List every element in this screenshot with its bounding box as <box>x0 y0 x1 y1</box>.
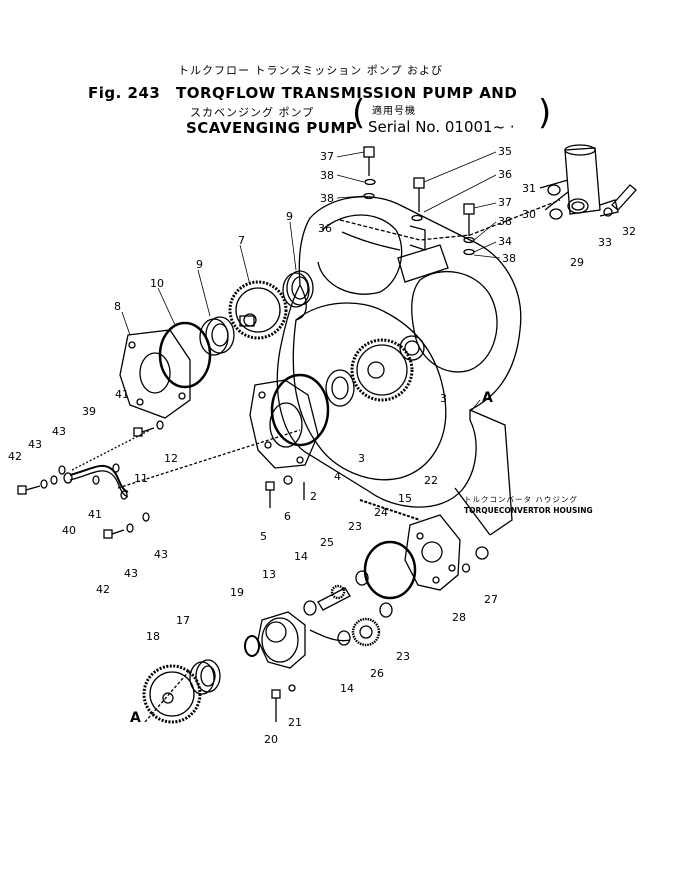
reference-a-gear: A <box>130 710 141 726</box>
callout-24: 24 <box>374 506 388 519</box>
callout-14: 14 <box>294 550 308 563</box>
callout-43: 43 <box>52 425 66 438</box>
valve-block <box>539 144 619 217</box>
japanese-title-line-1: トルクフロー トランスミッション ポンプ および <box>178 64 443 77</box>
callout-10: 10 <box>150 277 164 290</box>
callout-41: 41 <box>115 388 129 401</box>
callout-29: 29 <box>570 256 584 269</box>
callout-36: 36 <box>498 168 512 181</box>
callout-38: 38 <box>320 192 334 205</box>
callout-43: 43 <box>124 567 138 580</box>
housing-label-japanese: トルクコンバータ ハウジング <box>464 495 578 504</box>
callout-2: 2 <box>310 490 317 503</box>
reference-a-housing: A <box>482 390 493 406</box>
callout-28: 28 <box>452 611 466 624</box>
title-line-1: TORQFLOW TRANSMISSION PUMP AND <box>176 84 518 102</box>
callout-9: 9 <box>286 210 293 223</box>
callout-33: 33 <box>598 236 612 249</box>
japanese-serial-label: 適用号機 <box>372 106 416 117</box>
callout-22: 22 <box>424 474 438 487</box>
bearing-middle <box>325 369 355 407</box>
callout-43: 43 <box>28 438 42 451</box>
close-bracket: ) <box>538 93 552 133</box>
callout-40: 40 <box>62 524 76 537</box>
drive-shaft <box>303 570 369 616</box>
callout-43: 43 <box>154 548 168 561</box>
housing-label: TORQUECONVERTOR HOUSING <box>464 506 593 515</box>
callout-41: 41 <box>88 508 102 521</box>
callout-18: 18 <box>146 630 160 643</box>
callout-5: 5 <box>260 530 267 543</box>
callout-27: 27 <box>484 593 498 606</box>
scavenging-pump-cover <box>404 514 461 591</box>
lower-gear-set <box>309 602 393 647</box>
callout-38: 38 <box>320 169 334 182</box>
leader-lines <box>121 151 501 411</box>
callout-39: 39 <box>82 405 96 418</box>
title-line-2: SCAVENGING PUMP <box>186 119 358 137</box>
open-bracket: ( <box>352 93 366 133</box>
top-bolts <box>339 146 561 256</box>
callout-3: 3 <box>440 392 447 405</box>
pump-drive-gear <box>142 664 202 724</box>
callout-38: 38 <box>498 215 512 228</box>
callout-31: 31 <box>522 182 536 195</box>
tube <box>359 499 421 521</box>
callout-3: 3 <box>358 452 365 465</box>
callout-42: 42 <box>96 583 110 596</box>
callout-25: 25 <box>320 536 334 549</box>
pump-body-lower <box>257 611 306 669</box>
middle-bolts <box>265 475 305 508</box>
callout-14: 14 <box>340 682 354 695</box>
callout-30: 30 <box>522 208 536 221</box>
pump-cover-upper <box>119 329 191 419</box>
callout-7: 7 <box>238 234 245 247</box>
callout-11: 11 <box>134 472 148 485</box>
callout-12: 12 <box>164 452 178 465</box>
callout-17: 17 <box>176 614 190 627</box>
callout-21: 21 <box>288 716 302 729</box>
callout-23: 23 <box>348 520 362 533</box>
callout-23: 23 <box>396 650 410 663</box>
callout-6: 6 <box>284 510 291 523</box>
center-line-left <box>117 429 301 489</box>
housing-gear <box>350 335 425 402</box>
callout-38: 38 <box>502 252 516 265</box>
oil-pipe <box>63 464 129 500</box>
callout-42: 42 <box>8 450 22 463</box>
callout-19: 19 <box>230 586 244 599</box>
snap-ring-small <box>244 635 260 657</box>
callout-32: 32 <box>622 225 636 238</box>
callout-36: 36 <box>318 222 332 235</box>
plug-and-washer <box>461 546 489 573</box>
figure-number: Fig. 243 <box>88 84 161 102</box>
right-small-parts <box>547 184 637 220</box>
japanese-title-line-2: スカベンジング ポンプ <box>190 106 315 119</box>
bearing-upper <box>282 270 314 308</box>
callout-4: 4 <box>334 470 341 483</box>
callout-20: 20 <box>264 733 278 746</box>
callout-15: 15 <box>398 492 412 505</box>
callout-13: 13 <box>262 568 276 581</box>
callout-35: 35 <box>498 145 512 158</box>
callout-37: 37 <box>498 196 512 209</box>
pump-body-middle <box>249 373 330 469</box>
snap-ring <box>158 321 212 389</box>
lower-bolt <box>271 684 296 722</box>
bearing-lower-gear <box>189 659 221 695</box>
pump-housing <box>276 196 522 536</box>
callout-34: 34 <box>498 235 512 248</box>
seal-ring <box>363 540 417 600</box>
left-fasteners <box>17 420 164 539</box>
callout-8: 8 <box>114 300 121 313</box>
callout-26: 26 <box>370 667 384 680</box>
serial-number-range: Serial No. 01001~ · <box>368 118 515 136</box>
callout-37: 37 <box>320 150 334 163</box>
idler-gear <box>228 280 288 340</box>
callout-9: 9 <box>196 258 203 271</box>
